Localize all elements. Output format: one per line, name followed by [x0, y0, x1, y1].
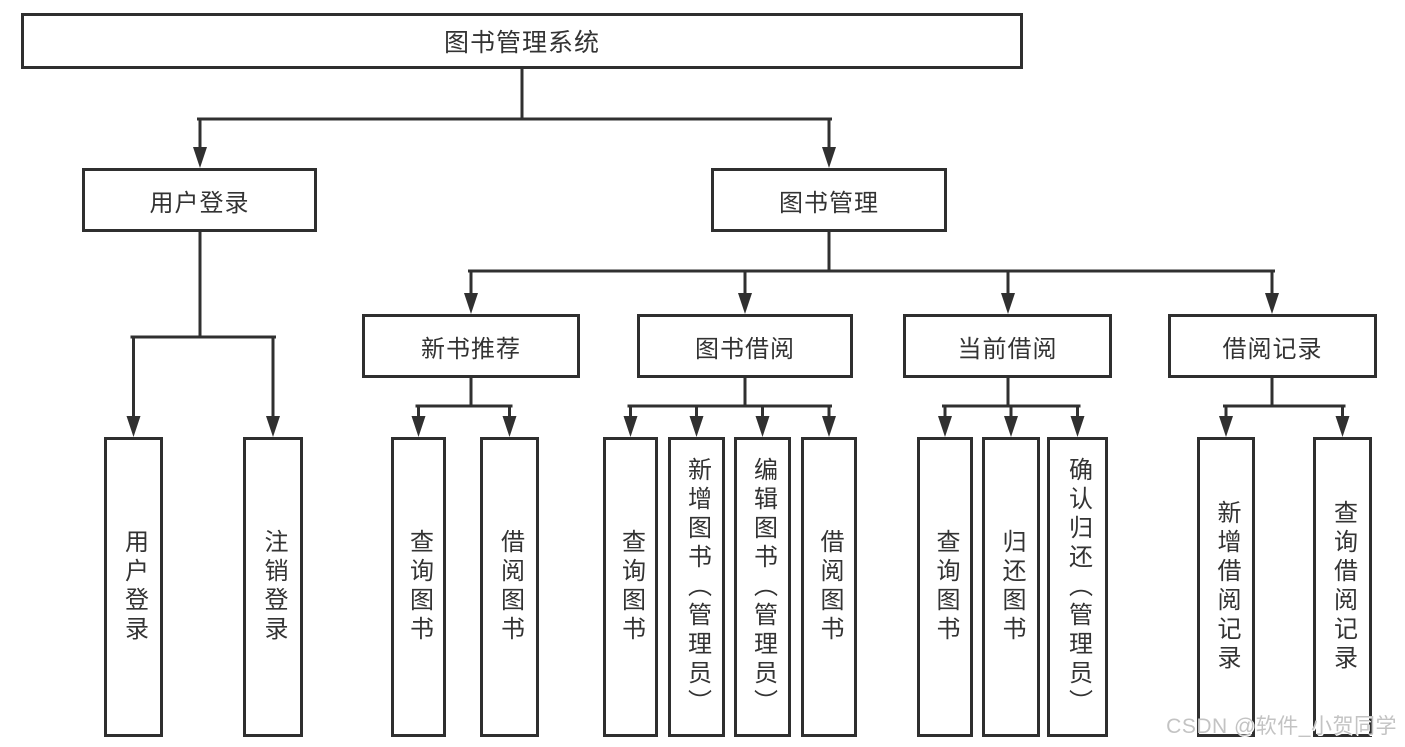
node-label: 当前借阅: [957, 335, 1058, 363]
leaf-query-books-borrow: 查询图书: [603, 437, 658, 737]
leaf-query-books-recommend: 查询图书: [391, 437, 446, 737]
node-label: 图书管理: [779, 189, 879, 217]
node-label: 编辑图书（管理员）: [749, 456, 777, 718]
leaf-edit-book-admin: 编辑图书（管理员）: [734, 437, 791, 737]
node-label: 确认归还（管理员）: [1064, 456, 1092, 718]
node-label: 借阅图书: [816, 529, 843, 645]
node-library-management-system: 图书管理系统: [21, 13, 1023, 69]
leaf-user-login: 用户登录: [104, 437, 163, 737]
leaf-confirm-return-admin: 确认归还（管理员）: [1047, 437, 1108, 737]
node-book-borrow: 图书借阅: [637, 314, 853, 378]
leaf-borrow-books-borrow: 借阅图书: [801, 437, 857, 737]
node-label: 借阅图书: [496, 529, 524, 645]
leaf-add-book-admin: 新增图书（管理员）: [668, 437, 725, 737]
leaf-return-book: 归还图书: [982, 437, 1040, 737]
leaf-logout: 注销登录: [243, 437, 303, 737]
node-label: 查询借阅记录: [1329, 500, 1357, 674]
node-label: 图书管理系统: [443, 29, 600, 57]
node-label: 查询图书: [932, 529, 959, 645]
node-user-login: 用户登录: [82, 168, 317, 232]
csdn-watermark: CSDN @软件_小贺同学: [1166, 715, 1397, 738]
node-label: 用户登录: [149, 189, 250, 217]
node-current-borrow: 当前借阅: [903, 314, 1112, 378]
node-borrow-records: 借阅记录: [1168, 314, 1377, 378]
node-label: 新增图书（管理员）: [683, 456, 711, 718]
node-label: 借阅记录: [1222, 335, 1323, 363]
node-label: 新书推荐: [421, 335, 521, 363]
node-label: 注销登录: [260, 529, 287, 645]
node-label: 图书借阅: [695, 335, 795, 363]
leaf-query-borrow-record: 查询借阅记录: [1313, 437, 1372, 737]
node-label: 查询图书: [617, 529, 645, 645]
node-label: 查询图书: [405, 529, 433, 645]
leaf-query-books-current: 查询图书: [917, 437, 973, 737]
leaf-add-borrow-record: 新增借阅记录: [1197, 437, 1255, 737]
leaf-borrow-books-recommend: 借阅图书: [480, 437, 539, 737]
arrowheads: [126, 147, 1350, 437]
node-label: 新增借阅记录: [1213, 500, 1240, 674]
node-label: 归还图书: [998, 529, 1025, 645]
node-new-book-recommend: 新书推荐: [362, 314, 580, 378]
node-book-management: 图书管理: [711, 168, 947, 232]
node-label: 用户登录: [120, 529, 148, 645]
